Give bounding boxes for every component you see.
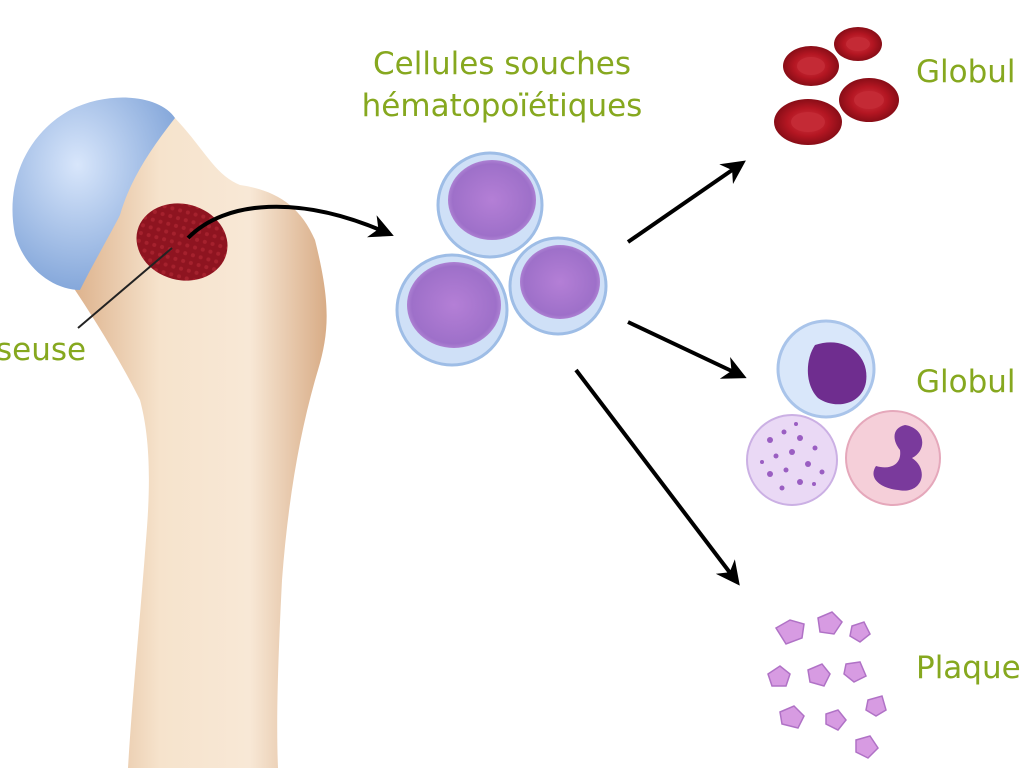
stem-cell [508,236,608,336]
platelet [807,663,831,687]
lymphocyte [776,319,876,419]
platelet [865,695,887,717]
marrow-pointer-line [77,247,173,329]
white-blood-cells [746,319,941,506]
label-stem-cells-line2: hématopoïétiques [362,88,643,124]
label-white-cells: Globul [916,364,1016,400]
red-blood-cell [783,46,839,86]
label-red-cells: Globul [916,54,1016,90]
red-blood-cell [774,99,842,145]
red-blood-cell [834,27,882,61]
neutrophil [845,410,941,506]
red-blood-cell [839,78,899,122]
platelet [817,611,843,635]
platelet [767,665,791,687]
cartilage-head [12,97,176,290]
label-stem-cells-line1: Cellules souches [373,46,631,82]
stem-cell [436,151,544,259]
arrow-to-platelets [574,368,740,586]
basophil [746,414,838,506]
platelet [855,735,879,759]
femur-bone [12,97,327,768]
platelets [767,611,887,759]
platelet [849,621,871,643]
platelet [825,709,847,731]
arrow-to-red-cells [626,160,746,244]
arrow-marrow-to-stem [186,204,394,240]
platelet [843,661,867,683]
platelet [774,619,805,645]
arrow-to-white-cells [627,320,747,379]
platelet [779,705,805,729]
label-platelets: Plaque [916,650,1021,686]
label-marrow: seuse [0,332,86,368]
stem-cell [395,253,509,367]
stem-cells [395,151,608,367]
red-blood-cells [774,27,899,145]
